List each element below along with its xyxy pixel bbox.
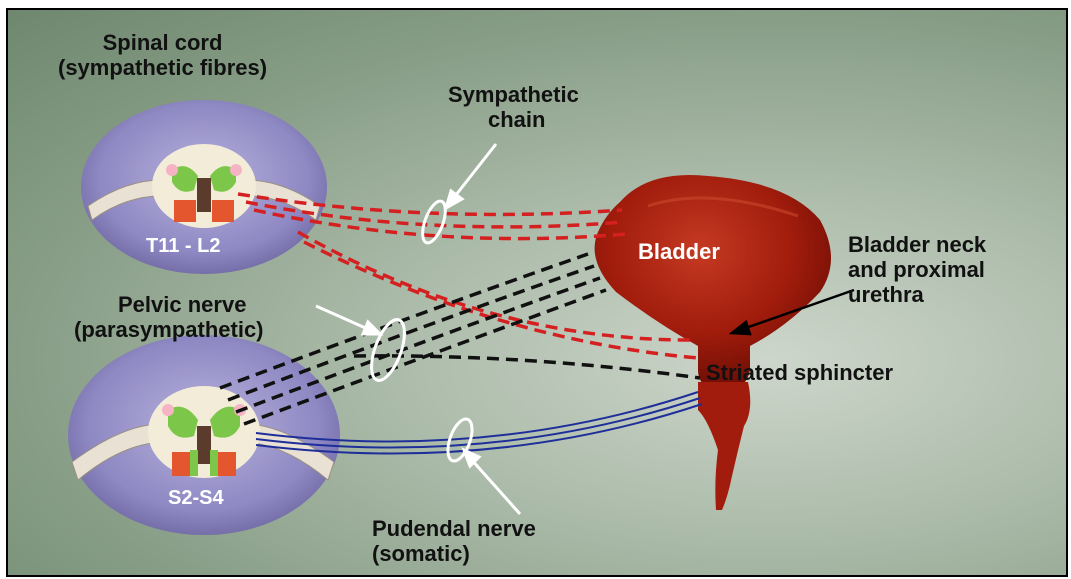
pelvic-nerve-arrow bbox=[316, 306, 380, 334]
bladder-neck-label: Bladder neck and proximal urethra bbox=[848, 232, 986, 307]
bladder-shape bbox=[595, 175, 831, 510]
striated-sphincter-label: Striated sphincter bbox=[706, 360, 893, 385]
sympathetic-chain-label: Sympathetic chain bbox=[448, 82, 579, 132]
bladder-label: Bladder bbox=[638, 239, 720, 264]
spinal-cord-label: Spinal cord (sympathetic fibres) bbox=[58, 30, 267, 80]
lower-segment-label: S2-S4 bbox=[168, 486, 224, 511]
pelvic-nerve-label: Pelvic nerve (parasympathetic) bbox=[74, 292, 264, 342]
sympathetic-chain-arrow bbox=[446, 144, 496, 208]
nerve-ring-markers bbox=[365, 198, 477, 464]
upper-segment-label: T11 - L2 bbox=[146, 234, 220, 259]
diagram-frame: Spinal cord (sympathetic fibres) Sympath… bbox=[6, 8, 1068, 577]
pudendal-nerve-label: Pudendal nerve (somatic) bbox=[372, 516, 536, 566]
pudendal-nerve-arrow bbox=[464, 450, 520, 514]
